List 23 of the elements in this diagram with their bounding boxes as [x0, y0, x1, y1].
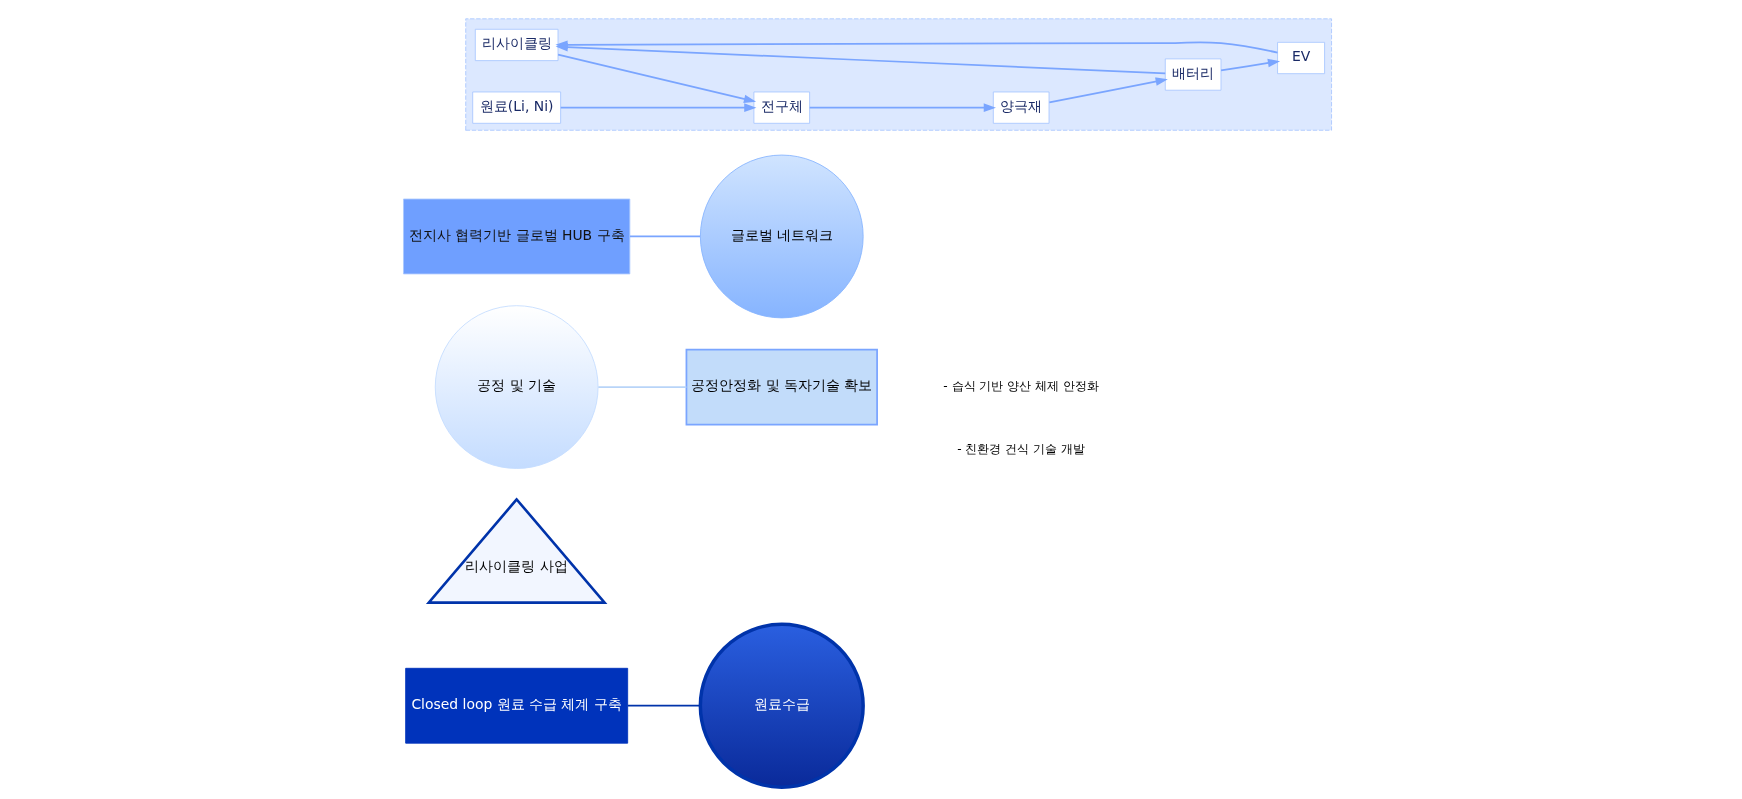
- node-box: 공정안정화 및 독자기술 확보: [685, 348, 878, 426]
- node-circle: 글로벌 네트워크: [699, 154, 864, 319]
- arrow: [808, 103, 996, 112]
- node-box: 전지사 협력기반 글로벌 HUB 구축: [403, 198, 631, 275]
- node-box: 리사이클링: [474, 28, 559, 62]
- connector: [629, 235, 702, 238]
- connector: [626, 704, 701, 707]
- label: - 습식 기반 양산 체제 안정화: [943, 379, 1100, 394]
- cluster: [465, 18, 1332, 131]
- arrow: [559, 103, 757, 112]
- arrow: [1048, 77, 1168, 104]
- node-box: Closed loop 원료 수급 체계 구축: [405, 667, 629, 744]
- node-box: 배터리: [1164, 58, 1222, 91]
- node-circle: 공정 및 기술: [434, 305, 599, 469]
- node-box: 전구체: [753, 91, 811, 124]
- node-circle: 원료수급: [698, 622, 865, 789]
- connector: [597, 386, 688, 388]
- arrow: [557, 53, 757, 104]
- label: - 친환경 건식 기술 개발: [957, 442, 1086, 456]
- node-box: 양극재: [992, 91, 1050, 124]
- node-box: EV: [1277, 41, 1326, 75]
- arrow: [1220, 58, 1281, 72]
- node-box: 원료(Li, Ni): [472, 91, 562, 124]
